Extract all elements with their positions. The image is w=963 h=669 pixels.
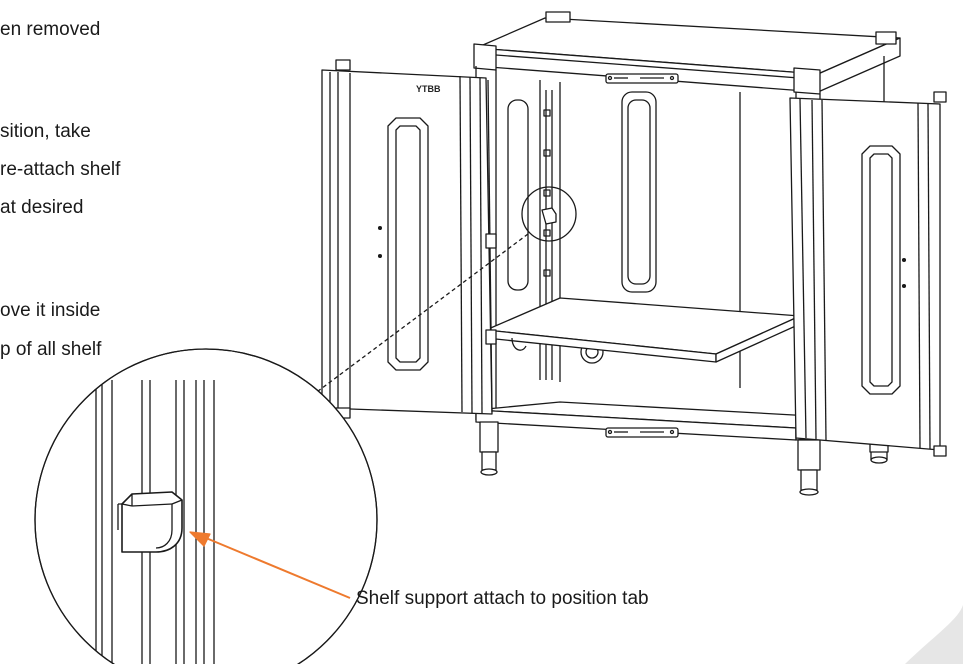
instruction-line-6: p of all shelf [0,339,102,360]
cabinet-top [473,11,901,95]
instruction-line-2: sition, take [0,121,91,142]
instruction-line-3: re-attach shelf [0,159,121,180]
leader-line-upper [265,233,529,431]
instruction-line-1: en removed [0,19,101,40]
shelf [485,297,801,363]
detail-target-circle [521,186,577,242]
instruction-line-5: ove it inside [0,300,101,321]
instruction-line-4: at desired [0,197,84,218]
right-door [789,91,947,457]
watermark-swoosh [905,605,963,664]
callout-label: Shelf support attach to position tab [356,588,649,609]
door-label: YTBB [416,84,441,94]
magnified-detail [34,348,378,669]
left-door: YTBB [321,59,497,419]
callout-arrow [189,531,351,599]
